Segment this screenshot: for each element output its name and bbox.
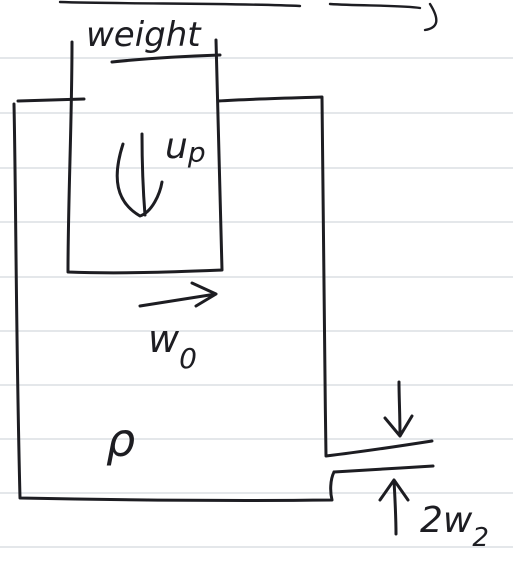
weight-label: weight: [86, 15, 202, 55]
cropped-handwriting-fragment: [58, 0, 438, 32]
piston-velocity-arrow: [115, 132, 164, 218]
density-label: ρ: [106, 413, 135, 467]
piston-velocity-label: up: [165, 126, 206, 169]
weight-underline: [110, 53, 222, 64]
outlet-arrow-up: [378, 478, 410, 536]
flow-velocity-label: w0: [148, 317, 197, 375]
outlet-arrow-down: [383, 380, 414, 438]
flow-velocity-arrow: [138, 281, 218, 308]
ruled-lines: [0, 57, 513, 548]
outlet-velocity-label: 2w2: [420, 500, 489, 553]
tank-wall: [12, 97, 435, 502]
piston: [66, 38, 224, 275]
tank-wall-right: [216, 95, 434, 458]
